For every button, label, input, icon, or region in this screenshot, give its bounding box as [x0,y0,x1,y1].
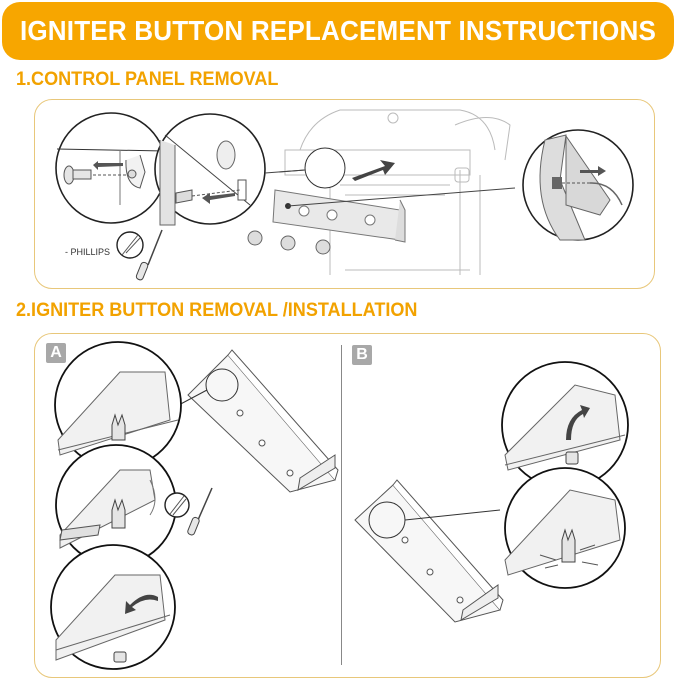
flathead-screwdriver-icon [164,487,213,536]
clip-detail-circle [154,113,306,226]
rotate-arrow-icon [566,405,590,440]
step-a-detail-3 [50,544,176,670]
step-b-badge: B [352,345,372,365]
phillips-label: - PHILLIPS [65,247,111,257]
remove-arrow-icon [352,160,395,181]
step-b-detail-1 [501,361,629,489]
phillips-screwdriver-icon [116,229,163,281]
step-b-detail-2 [504,467,626,589]
step-a-panel-drawing [159,349,339,493]
step-b-panel-drawing [354,479,504,623]
section-2-heading: 2.IGNITER BUTTON REMOVAL /INSTALLATION [16,300,418,321]
step-a-badge: A [46,343,66,363]
wire-detail-circle [522,129,634,241]
title-banner: IGNITER BUTTON REPLACEMENT INSTRUCTIONS [2,2,674,60]
step-a-detail-2 [55,444,177,566]
rotate-arrow-icon [125,594,158,614]
arrow-left-icon [93,161,123,170]
control-panel-bar [272,189,406,243]
control-panel-removal-illustration [55,109,634,281]
arrow-left-icon [202,193,235,204]
section-1-heading: 1.CONTROL PANEL REMOVAL [16,69,279,90]
page-title: IGNITER BUTTON REPLACEMENT INSTRUCTIONS [19,15,657,46]
screw-detail-circle [55,112,167,224]
knobs [247,230,331,255]
arrow-right-icon [580,166,606,176]
step-divider [341,345,342,665]
